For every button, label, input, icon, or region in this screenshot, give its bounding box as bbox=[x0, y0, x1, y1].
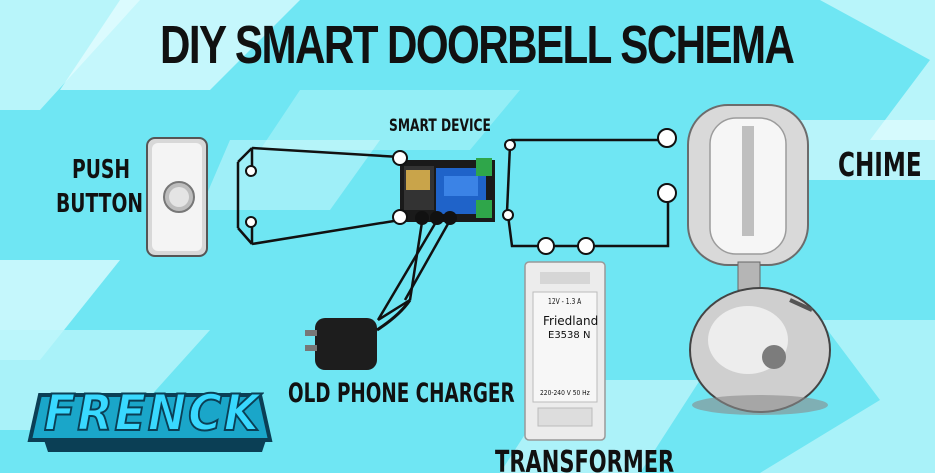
transformer-label: TRANSFORMER bbox=[495, 445, 675, 473]
smart-device-label: SMART DEVICE bbox=[389, 116, 491, 136]
page-title: DIY SMART DOORBELL SCHEMA bbox=[160, 15, 795, 75]
frenck-logo: FRENCK bbox=[43, 384, 262, 442]
chime-label: CHIME bbox=[838, 145, 922, 184]
chime-device bbox=[687, 104, 831, 415]
black-wire-connectors bbox=[415, 211, 457, 225]
transformer-brand: Friedland bbox=[543, 314, 599, 328]
transformer-rating: 220-240 V 50 Hz bbox=[540, 389, 590, 397]
wire-terminals bbox=[245, 128, 677, 255]
push-button-label-line2: BUTTON bbox=[56, 189, 144, 219]
push-button-device bbox=[146, 137, 208, 257]
push-button-label-line1: PUSH bbox=[72, 155, 131, 185]
transformer-spec: 12V - 1.3 A bbox=[548, 297, 582, 306]
phone-charger bbox=[305, 299, 412, 370]
logo-badge bbox=[27, 393, 273, 452]
old-phone-charger-label: OLD PHONE CHARGER bbox=[288, 378, 515, 409]
smart-device-board bbox=[400, 158, 495, 222]
transformer-device bbox=[524, 261, 606, 441]
transformer-model: E3538 N bbox=[548, 330, 591, 341]
